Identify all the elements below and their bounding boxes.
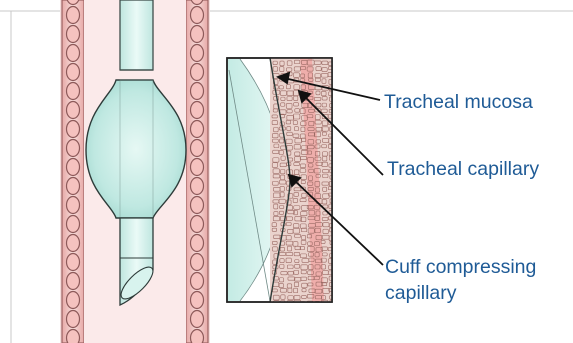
- cartilage-ring: [67, 216, 80, 233]
- cartilage-ring: [191, 330, 204, 343]
- tube-upper-segment: [120, 0, 153, 70]
- cartilage-ring: [191, 159, 204, 176]
- label-tracheal-capillary: Tracheal capillary: [387, 156, 539, 182]
- cartilage-ring: [191, 216, 204, 233]
- cartilage-ring: [67, 235, 80, 252]
- cartilage-ring: [67, 102, 80, 119]
- cartilage-ring: [191, 273, 204, 290]
- cartilage-ring: [67, 273, 80, 290]
- trachea-illustration: [60, 0, 210, 343]
- cartilage-ring: [67, 159, 80, 176]
- cartilage-ring: [67, 121, 80, 138]
- cartilage-ring: [191, 197, 204, 214]
- cartilage-ring: [191, 26, 204, 43]
- cartilage-ring: [67, 178, 80, 195]
- cartilage-ring: [191, 64, 204, 81]
- cartilage-ring: [191, 45, 204, 62]
- cartilage-ring: [67, 83, 80, 100]
- cartilage-ring: [191, 83, 204, 100]
- cartilage-ring: [191, 235, 204, 252]
- cartilage-ring: [191, 292, 204, 309]
- cartilage-ring: [67, 7, 80, 24]
- magnified-inset: [227, 58, 337, 306]
- label-tracheal-mucosa: Tracheal mucosa: [384, 89, 533, 115]
- cartilage-ring: [191, 311, 204, 328]
- cartilage-ring: [67, 140, 80, 157]
- cartilage-ring: [67, 197, 80, 214]
- cartilage-ring: [191, 7, 204, 24]
- cartilage-ring: [191, 254, 204, 271]
- label-cuff-line1: Cuff compressing: [385, 256, 536, 278]
- cartilage-ring: [67, 254, 80, 271]
- cartilage-ring: [67, 26, 80, 43]
- cartilage-ring: [67, 45, 80, 62]
- cartilage-ring: [67, 292, 80, 309]
- cartilage-ring: [191, 121, 204, 138]
- cartilage-ring: [191, 140, 204, 157]
- cartilage-ring: [191, 102, 204, 119]
- cartilage-ring: [67, 311, 80, 328]
- cartilage-ring: [191, 178, 204, 195]
- cartilage-ring: [67, 64, 80, 81]
- label-cuff-compressing-capillary: Cuff compressing capillary: [385, 254, 536, 306]
- label-cuff-line2: capillary: [385, 282, 457, 304]
- cartilage-ring: [67, 330, 80, 343]
